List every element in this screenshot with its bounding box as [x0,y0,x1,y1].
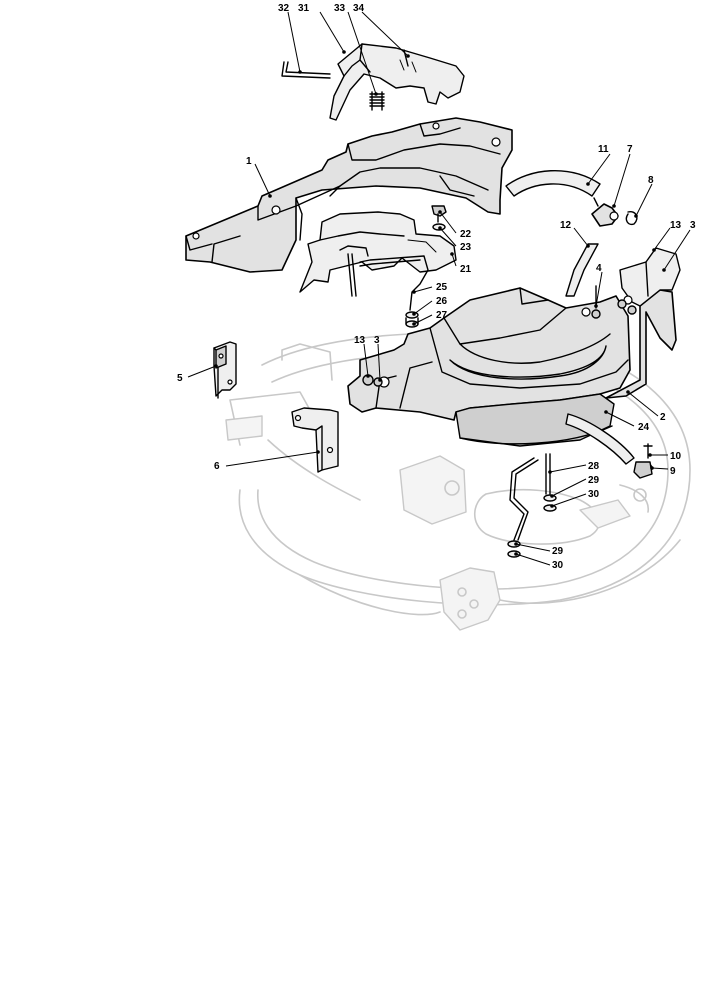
callout-label: 29 [552,546,564,557]
callout-label: 31 [298,3,310,14]
fitting-9-10 [633,443,653,479]
callout-label: 2 [660,412,666,423]
callout-label: 7 [627,144,633,155]
hose-11 [505,169,601,197]
callout-label: 28 [588,461,600,472]
fitting-7-8 [591,197,638,227]
callout-label: 30 [588,489,600,500]
callout-label: 33 [334,3,346,14]
upper-chute-cover [329,43,465,121]
rod-25 [359,255,429,311]
mower-deck-outline [225,332,691,631]
callout-label: 13 [354,335,366,346]
callout-label: 8 [648,175,654,186]
callout-label: 23 [460,242,472,253]
rod-32 [281,61,331,79]
callout-label: 34 [353,3,365,14]
callout-label: 13 [670,220,682,231]
rod-28 [509,453,551,541]
washers-26-27 [405,311,419,328]
callout-label: 29 [588,475,600,486]
bolt-13-3-right [617,299,637,315]
callout-label: 9 [670,466,676,477]
callout-label: 32 [278,3,290,14]
callout-label: 5 [177,373,183,384]
callout-label: 30 [552,560,564,571]
bracket-6 [291,407,339,473]
bracket-22-23 [431,205,447,231]
hose-24 [565,413,635,465]
tube-12 [565,243,599,297]
bracket-5 [213,341,237,399]
callouts: 32 31 33 34 1 11 7 8 22 23 21 12 [177,3,696,571]
callout-label: 26 [436,296,448,307]
callout-label: 12 [560,220,572,231]
callout-label: 11 [598,144,609,155]
deflector-plate-21 [299,211,457,297]
callout-label: 25 [436,282,448,293]
callout-label: 27 [436,310,448,321]
callout-label: 3 [374,335,380,346]
callout-label: 24 [638,422,650,433]
callout-label: 22 [460,229,472,240]
deflector-housing-1 [185,117,513,273]
callout-label: 4 [596,263,602,274]
callout-label: 21 [460,264,472,275]
bolt-13-3-left [362,374,383,387]
callout-label: 3 [690,220,696,231]
callout-label: 1 [246,156,252,167]
callout-label: 6 [214,461,220,472]
callout-label: 10 [670,451,682,462]
main-chute-housing-2 [347,247,681,447]
